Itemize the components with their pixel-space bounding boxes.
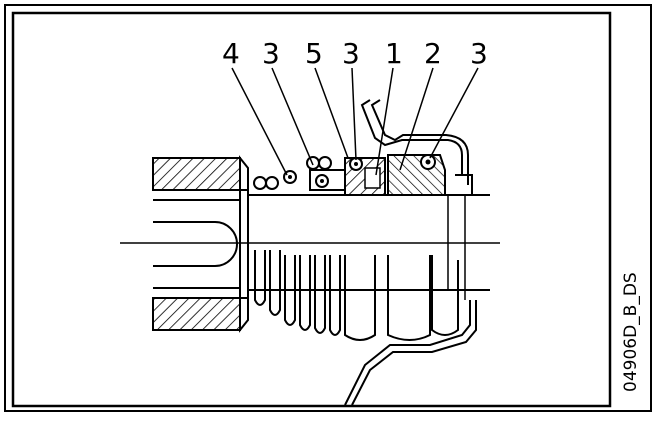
seal-ring-2 [387, 154, 446, 196]
seal-ring-1 [344, 157, 386, 196]
drawing-area-border [11, 11, 612, 408]
callout-4: 4 [222, 37, 240, 70]
callout-3c: 3 [470, 37, 488, 70]
spring-coils-body [254, 250, 341, 336]
seal-ring-5 [309, 169, 346, 191]
callout-2: 2 [424, 37, 442, 70]
callout-5: 5 [305, 37, 323, 70]
drawing-code: 04906D_B_DS [621, 272, 641, 392]
outer-border [4, 4, 652, 412]
seat-cover [344, 99, 477, 406]
callout-3b: 3 [342, 37, 360, 70]
housing-left [152, 155, 249, 333]
seal-rings-bottom [344, 255, 459, 341]
leader-lines [231, 67, 479, 176]
callout-3a: 3 [262, 37, 280, 70]
callout-1: 1 [385, 37, 403, 70]
